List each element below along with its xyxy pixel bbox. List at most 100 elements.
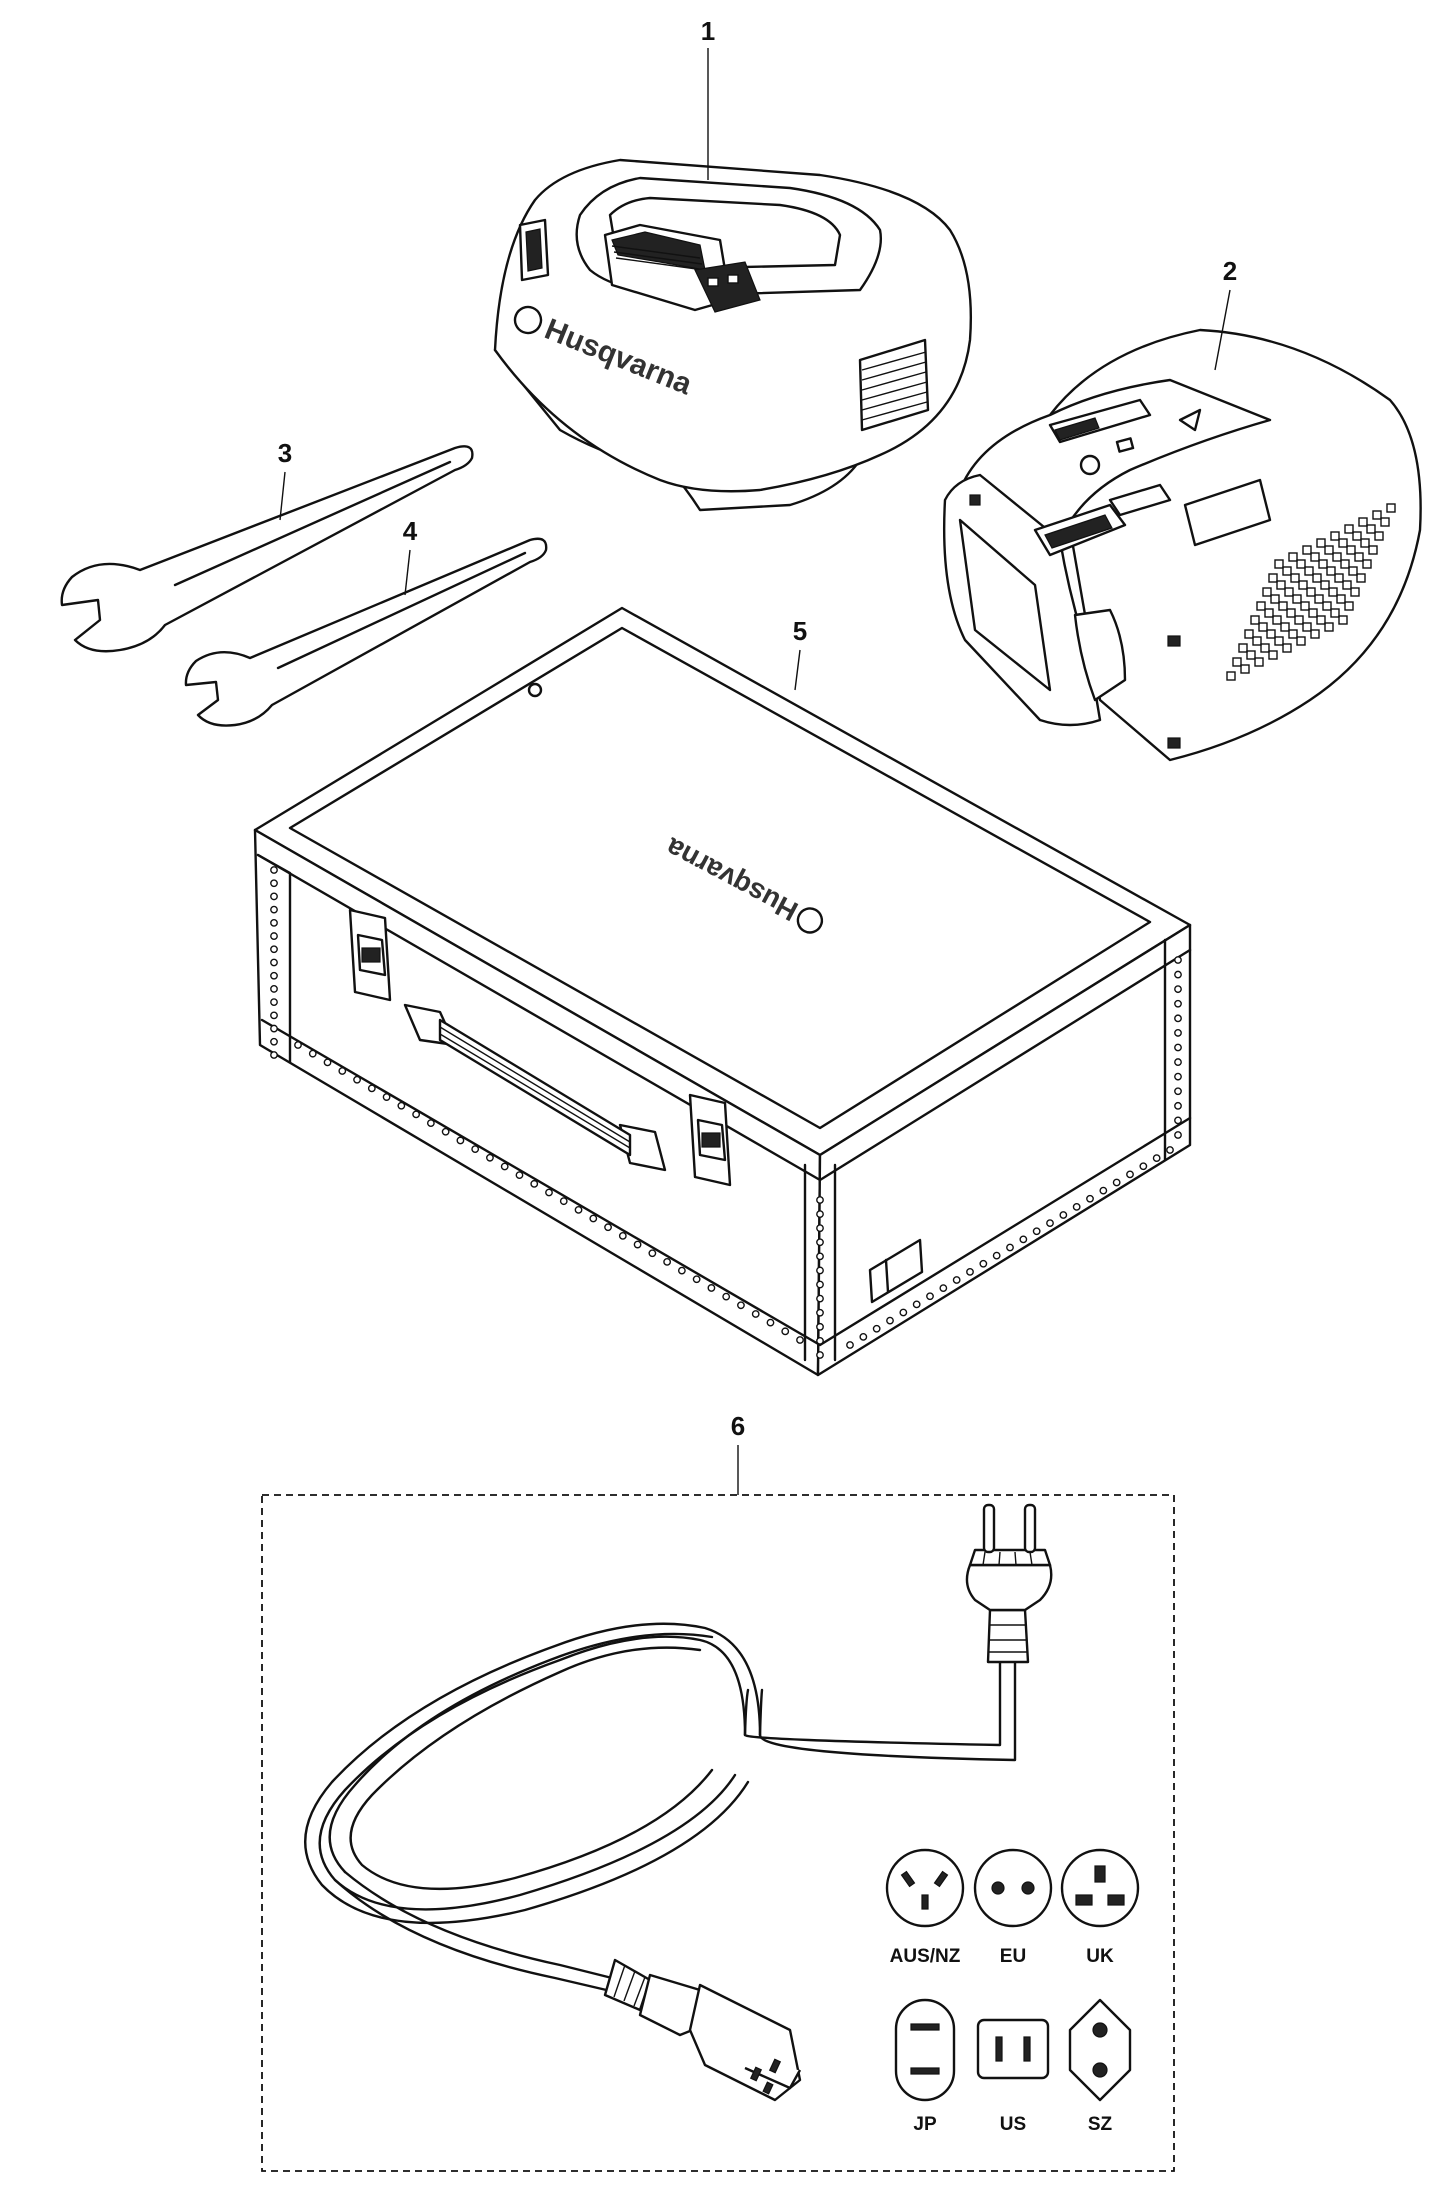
vent-cell bbox=[1294, 615, 1304, 625]
vent-cell bbox=[1296, 559, 1306, 569]
rivet bbox=[992, 1251, 1001, 1260]
vent-cell bbox=[1310, 629, 1320, 639]
vent-cell bbox=[1288, 629, 1298, 639]
rivet bbox=[816, 1224, 824, 1233]
plug-type-sz: SZ bbox=[1068, 1998, 1132, 2135]
charger[interactable]: Husqvarna bbox=[493, 158, 973, 512]
vent-cell bbox=[1338, 538, 1348, 548]
rivet bbox=[1174, 1014, 1182, 1023]
vent-cell bbox=[1380, 517, 1390, 527]
leader-line-3 bbox=[279, 471, 286, 521]
rivet bbox=[270, 892, 278, 901]
rivet bbox=[707, 1284, 716, 1292]
rivet bbox=[663, 1258, 672, 1266]
vent-cell bbox=[1308, 608, 1318, 618]
rivet bbox=[397, 1101, 406, 1110]
vent-cell bbox=[1304, 566, 1314, 576]
rivet bbox=[926, 1292, 934, 1301]
battery[interactable] bbox=[942, 328, 1422, 762]
rivet bbox=[441, 1127, 450, 1136]
rivet bbox=[1046, 1219, 1054, 1228]
rivet bbox=[338, 1067, 347, 1075]
charger-side-vents bbox=[858, 338, 930, 432]
vent-cell bbox=[1298, 580, 1308, 590]
rivet bbox=[1174, 1116, 1182, 1125]
part-number-1: 1 bbox=[701, 16, 715, 46]
plug-type-jp: JP bbox=[894, 1998, 956, 2135]
rivet bbox=[270, 918, 278, 927]
vent-cell bbox=[1290, 573, 1300, 583]
rivet bbox=[270, 971, 278, 980]
vent-cell bbox=[1310, 552, 1320, 562]
vent-cell bbox=[1314, 594, 1324, 604]
vent-cell bbox=[1302, 545, 1312, 555]
vent-cell bbox=[1346, 545, 1356, 555]
rivet bbox=[816, 1322, 824, 1331]
rivet bbox=[859, 1332, 868, 1341]
vent-cell bbox=[1268, 573, 1278, 583]
rivet bbox=[270, 945, 278, 954]
rivet bbox=[270, 998, 278, 1007]
vent-cell bbox=[1274, 559, 1284, 569]
rivet bbox=[1126, 1170, 1134, 1179]
vent-cell bbox=[1300, 601, 1310, 611]
case-latch-left bbox=[348, 908, 392, 1002]
rivet bbox=[816, 1196, 824, 1204]
rivet bbox=[1032, 1227, 1041, 1236]
vent-cell bbox=[1354, 552, 1364, 562]
vent-cell bbox=[1276, 580, 1286, 590]
vent-cell bbox=[1330, 608, 1340, 618]
vent-cell bbox=[1266, 629, 1276, 639]
rivet bbox=[939, 1284, 948, 1293]
rivet bbox=[966, 1267, 974, 1276]
vent-cell bbox=[1340, 559, 1350, 569]
vent-cell bbox=[1258, 622, 1268, 632]
vent-cell bbox=[1352, 531, 1362, 541]
rivet bbox=[618, 1231, 627, 1240]
vent-cell bbox=[1344, 524, 1354, 534]
plug-type-eu: EU bbox=[973, 1848, 1053, 1967]
transport-case[interactable]: Husqvarna bbox=[253, 606, 1192, 1377]
vent-cell bbox=[1350, 587, 1360, 597]
svg-text:SZ: SZ bbox=[1088, 2114, 1113, 2135]
rivet bbox=[633, 1240, 642, 1249]
part-number-2: 2 bbox=[1223, 256, 1237, 286]
rivet bbox=[737, 1301, 745, 1310]
part-number-5: 5 bbox=[793, 616, 807, 646]
svg-text:JP: JP bbox=[913, 2114, 937, 2135]
vent-cell bbox=[1324, 545, 1334, 555]
power-cord[interactable] bbox=[304, 1503, 1053, 2102]
rivet bbox=[751, 1310, 760, 1318]
vent-cell bbox=[1240, 664, 1250, 674]
vent-cell bbox=[1232, 657, 1242, 667]
leader-line-2 bbox=[1214, 289, 1231, 371]
rivet bbox=[270, 1024, 278, 1033]
rivet bbox=[456, 1136, 465, 1145]
rivet bbox=[1006, 1243, 1014, 1252]
rivet bbox=[1059, 1211, 1068, 1219]
svg-text:AUS/NZ: AUS/NZ bbox=[890, 1946, 961, 1967]
rivet bbox=[979, 1259, 988, 1268]
rivet bbox=[1019, 1235, 1028, 1244]
rivet bbox=[471, 1145, 480, 1154]
rivet bbox=[781, 1327, 790, 1336]
wrench-large[interactable] bbox=[60, 445, 474, 653]
rivet bbox=[270, 1011, 278, 1020]
rivet bbox=[308, 1049, 317, 1058]
vent-cell bbox=[1292, 594, 1302, 604]
case-latch-right bbox=[688, 1093, 732, 1187]
rivet bbox=[270, 879, 278, 888]
vent-cell bbox=[1374, 531, 1384, 541]
rivet bbox=[530, 1179, 539, 1188]
rivet bbox=[270, 866, 278, 874]
rivet bbox=[486, 1153, 494, 1162]
rivet bbox=[353, 1075, 361, 1084]
rivet bbox=[872, 1324, 881, 1333]
vent-cell bbox=[1342, 580, 1352, 590]
wrench-small[interactable] bbox=[184, 537, 548, 727]
rivet bbox=[589, 1214, 598, 1223]
vent-cell bbox=[1306, 587, 1316, 597]
vent-cell bbox=[1244, 629, 1254, 639]
vent-cell bbox=[1318, 559, 1328, 569]
rivet bbox=[1174, 1058, 1182, 1066]
